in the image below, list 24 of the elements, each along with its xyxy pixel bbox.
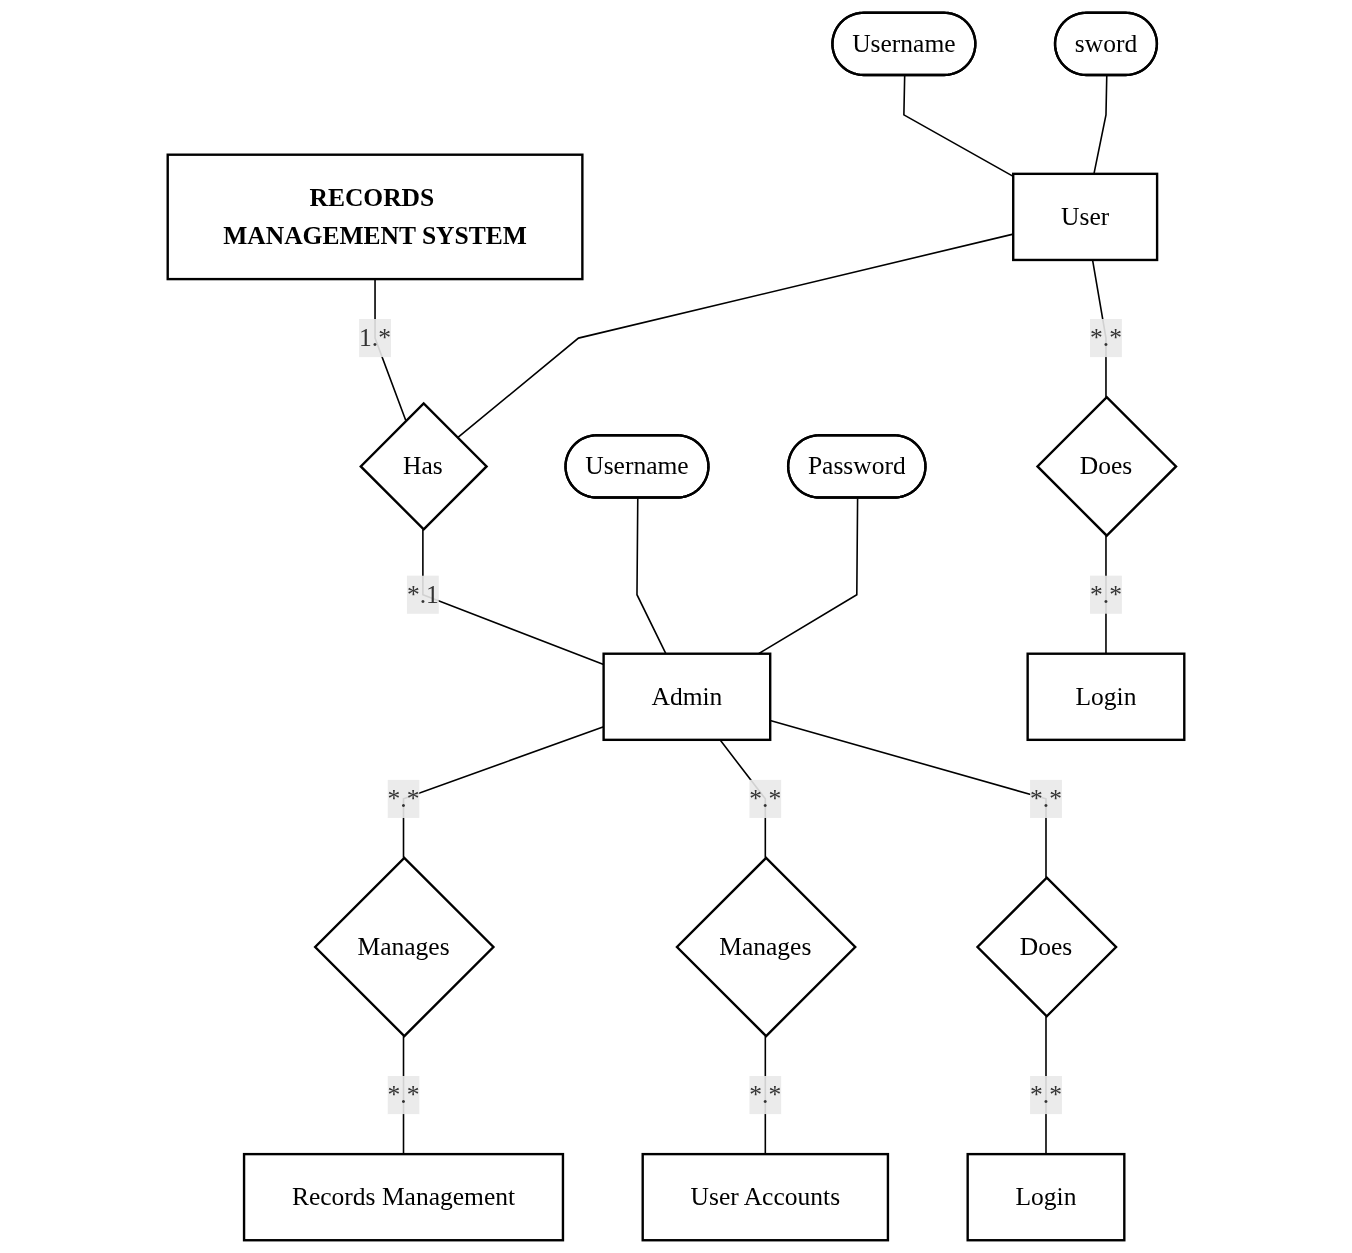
node-diamond: Does (975, 876, 1118, 1018)
edge-label: *.* (387, 784, 420, 812)
node-box: Admin (602, 652, 772, 742)
node-diamond: Manages (313, 856, 496, 1038)
edge-label: *.* (749, 1080, 782, 1108)
node-diamond: Has (359, 401, 489, 531)
edge-label: *.* (749, 784, 782, 812)
edge-label: *.* (1090, 580, 1122, 608)
node-diamond: Manages (675, 856, 857, 1038)
edge-label: *.* (387, 1080, 420, 1108)
connector (456, 233, 1014, 439)
node-box: Login (966, 1152, 1126, 1242)
edge-label: *.* (1030, 784, 1062, 812)
node-box: RECORDS MANAGEMENT SYSTEM (166, 153, 584, 281)
connector (903, 74, 1014, 178)
edge-label: 1.* (359, 323, 391, 351)
edge-label: *.* (1030, 1080, 1062, 1108)
node-box: User (1012, 172, 1159, 262)
node-box: User Accounts (641, 1152, 890, 1242)
node-box: Records Management (242, 1152, 565, 1242)
edge-label: *.1 (406, 580, 439, 608)
edge-label: *.* (1090, 323, 1122, 351)
node-diamond: Does (1035, 395, 1178, 538)
node-box: Login (1026, 652, 1186, 742)
